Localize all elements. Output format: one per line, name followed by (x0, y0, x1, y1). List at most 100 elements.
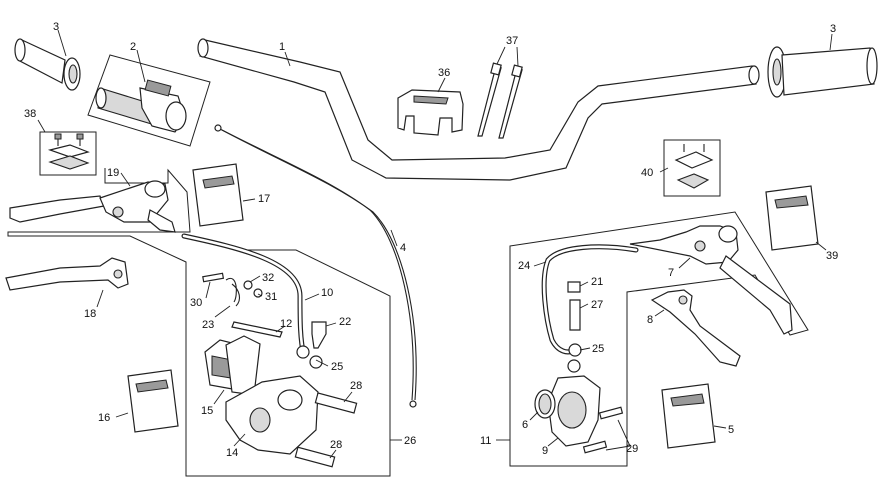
leader-28-top (343, 391, 353, 403)
label-part-36: 36 (438, 67, 450, 79)
leader-28-bottom (329, 449, 337, 459)
label-part-17: 17 (258, 193, 270, 205)
leader-30 (205, 281, 211, 299)
label-part-29: 29 (626, 443, 638, 455)
spare-part-bag-17 (192, 163, 244, 227)
leader-15 (213, 389, 225, 405)
left-grip (14, 38, 81, 91)
leader-2 (136, 49, 146, 83)
leader-21 (579, 281, 589, 287)
label-part-16: 16 (98, 412, 110, 424)
spring-and-pins (202, 272, 263, 307)
leader-31 (257, 293, 263, 297)
slave-cylinder-screws (582, 406, 624, 454)
leader-27 (579, 303, 589, 309)
throttle-cable (214, 124, 417, 408)
reservoir-cap-kit-right (663, 139, 721, 197)
label-part-23: 23 (202, 319, 214, 331)
label-part-26: 26 (404, 435, 416, 447)
leader-25-left (315, 359, 329, 367)
label-part-1: 1 (279, 41, 285, 53)
clutch-slave-cylinder (534, 375, 601, 447)
label-part-2: 2 (130, 41, 136, 53)
leader-39 (815, 241, 827, 251)
throttle-assembly (87, 54, 211, 147)
leader-29 (605, 419, 631, 451)
leader-6 (529, 411, 539, 421)
label-part-9: 9 (542, 445, 548, 457)
left-brake-group-frame (7, 168, 391, 477)
label-part-3-right: 3 (830, 23, 836, 35)
label-part-39: 39 (826, 250, 838, 262)
label-part-3-left: 3 (53, 21, 59, 33)
label-part-7: 7 (668, 267, 674, 279)
label-part-32: 32 (262, 272, 274, 284)
leader-3-right (829, 33, 833, 51)
leader-1 (284, 51, 291, 67)
spare-brake-lever (5, 257, 129, 291)
spare-part-bag-16 (127, 369, 179, 433)
label-part-38: 38 (24, 108, 36, 120)
leader-19 (120, 172, 131, 187)
label-part-18: 18 (84, 308, 96, 320)
label-part-30: 30 (190, 297, 202, 309)
right-brake-group-frame (509, 211, 809, 467)
leader-32 (249, 275, 261, 283)
label-part-40: 40 (641, 167, 653, 179)
leader-5 (713, 425, 727, 429)
spare-clutch-lever (650, 289, 741, 367)
leader-17 (242, 198, 256, 202)
clutch-master-cylinder (629, 225, 793, 335)
label-part-21: 21 (591, 276, 603, 288)
leader-37 (496, 46, 519, 67)
front-brake-hose (181, 233, 307, 359)
rear-brake-hose (541, 244, 639, 355)
pad-pin-and-banjo-bolt (231, 321, 327, 369)
leader-25-right (579, 347, 591, 351)
label-part-25-right: 25 (592, 343, 604, 355)
label-part-19: 19 (107, 167, 119, 179)
bleed-screw-and-banjo (567, 281, 582, 373)
right-grip (767, 46, 878, 98)
leader-8 (654, 309, 665, 317)
front-brake-master-cylinder (9, 180, 176, 233)
label-part-10: 10 (321, 287, 333, 299)
leader-7 (678, 257, 691, 269)
label-part-27: 27 (591, 299, 603, 311)
leader-3-left (57, 29, 67, 57)
leader-40 (659, 167, 669, 173)
leader-10 (304, 293, 320, 301)
reservoir-cap-kit-left (39, 131, 97, 176)
spare-part-bag-5 (661, 383, 716, 449)
front-brake-caliper (225, 375, 358, 468)
brake-pads (204, 335, 261, 396)
label-part-28-top: 28 (350, 380, 362, 392)
leader-38 (37, 119, 46, 133)
leader-14 (233, 433, 246, 447)
leader-22 (325, 322, 337, 327)
leader-9 (547, 437, 559, 447)
label-part-14: 14 (226, 447, 238, 459)
label-part-28-bottom: 28 (330, 439, 342, 451)
label-part-6: 6 (522, 419, 528, 431)
label-part-25-left: 25 (331, 361, 343, 373)
label-part-11: 11 (480, 435, 491, 447)
label-part-5: 5 (728, 424, 734, 436)
label-part-37: 37 (506, 35, 518, 47)
label-part-12: 12 (280, 318, 292, 330)
spare-part-bag-39 (765, 185, 819, 251)
cable-ties (477, 62, 523, 139)
label-part-8: 8 (647, 314, 653, 326)
leader-24 (533, 261, 547, 267)
leader-12 (275, 325, 286, 333)
leader-4 (390, 229, 398, 247)
bar-clamp-cover (397, 89, 464, 136)
leader-23 (214, 305, 231, 318)
leader-16 (115, 412, 129, 418)
label-part-4: 4 (400, 242, 406, 254)
label-part-31: 31 (265, 291, 277, 303)
handlebar (197, 38, 760, 181)
leader-36 (437, 77, 446, 93)
leader-18 (96, 289, 104, 308)
